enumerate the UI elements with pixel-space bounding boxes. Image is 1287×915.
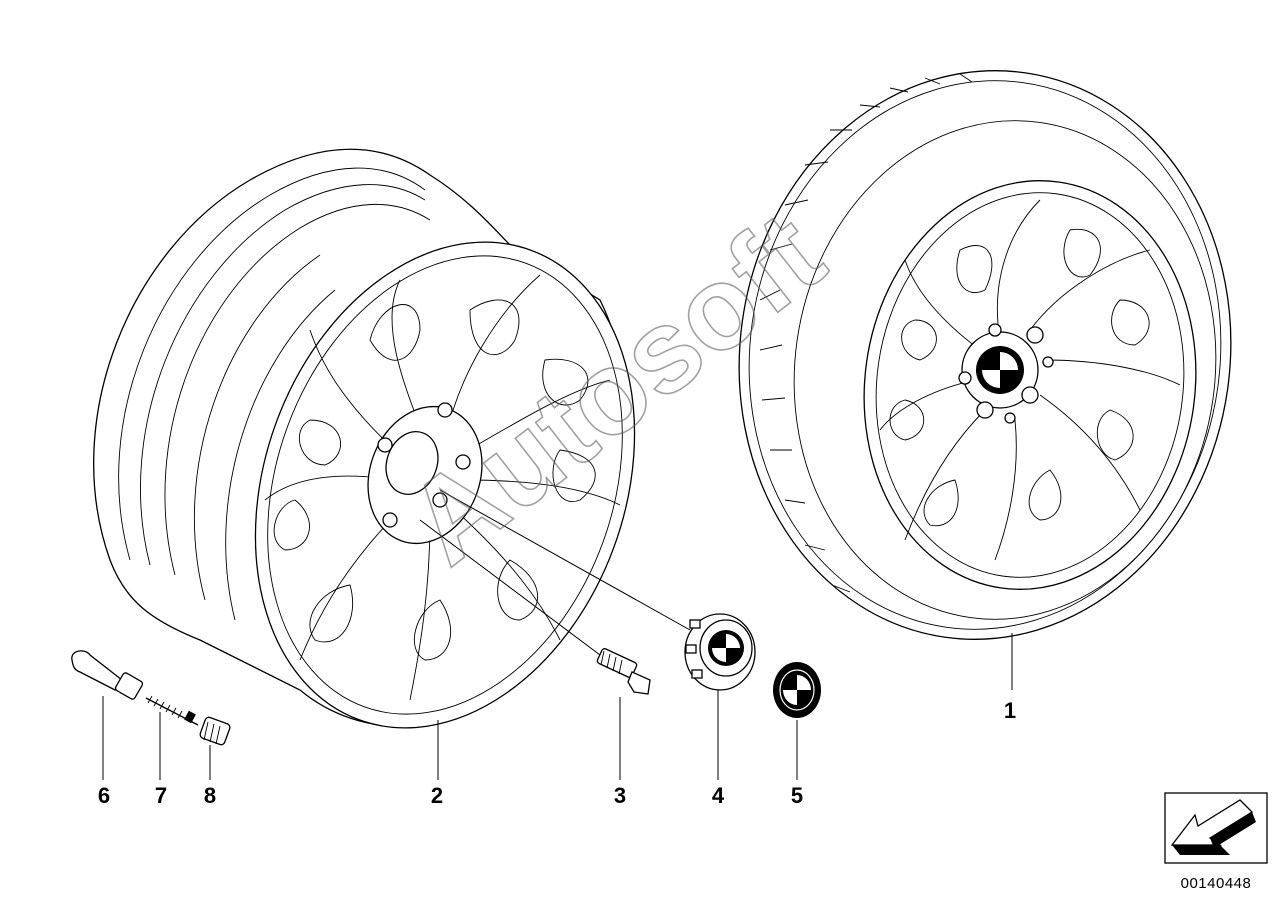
valve-drawing <box>71 650 144 700</box>
part-label-8[interactable]: 8 <box>204 783 216 808</box>
part-label-7[interactable]: 7 <box>155 783 167 808</box>
part-label-5[interactable]: 5 <box>791 783 803 808</box>
part-label-1[interactable]: 1 <box>1004 698 1016 723</box>
part-label-6[interactable]: 6 <box>98 783 110 808</box>
valve-core-drawing <box>145 695 199 726</box>
complete-wheel-drawing <box>738 70 1232 640</box>
part-label-3[interactable]: 3 <box>614 783 626 808</box>
emblem-drawing <box>773 662 821 718</box>
hub-cap-drawing <box>684 613 756 691</box>
valve-cap-drawing <box>199 716 231 746</box>
alloy-rim-drawing <box>93 148 636 729</box>
reference-number: 00140448 <box>1181 875 1252 892</box>
wheel-bolt-drawing <box>596 648 651 695</box>
part-label-2[interactable]: 2 <box>431 783 443 808</box>
arrow-back-icon[interactable] <box>1164 792 1268 864</box>
leader-lines <box>102 489 1013 780</box>
part-label-4[interactable]: 4 <box>712 783 725 808</box>
